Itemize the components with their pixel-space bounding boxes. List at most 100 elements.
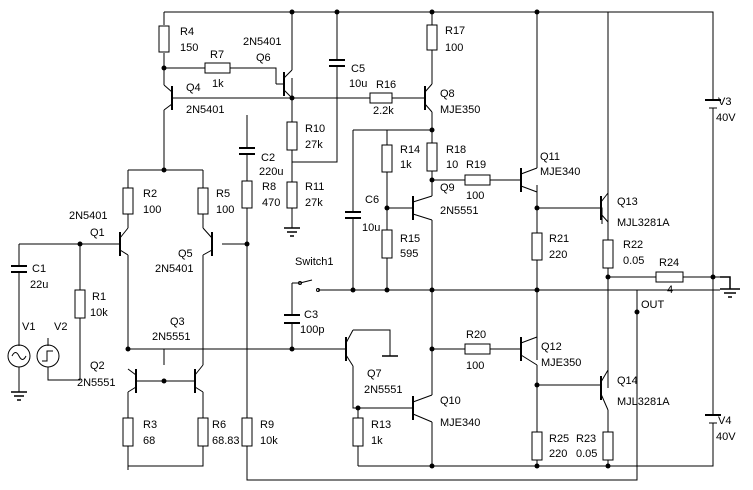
source-v1 — [7, 344, 31, 368]
label-c6-value: 10u — [362, 222, 380, 234]
resistor-r9 — [241, 417, 253, 447]
label-r17-value: 100 — [445, 42, 463, 54]
label-c2-value: 220u — [259, 166, 283, 178]
label-q5-value: 2N5401 — [155, 263, 194, 275]
label-r2-ref: R2 — [143, 188, 157, 200]
ground-input — [11, 391, 27, 401]
label-r4-value: 150 — [180, 42, 198, 54]
resistor-r6 — [197, 417, 209, 447]
resistor-r2 — [122, 187, 134, 215]
label-r24-ref: R24 — [659, 257, 679, 269]
labels: R4 150 R7 1k 2N5401 Q6 Q4 2N5401 C5 10u … — [22, 25, 736, 460]
label-c3-value: 100p — [300, 324, 324, 336]
label-switch1: Switch1 — [295, 256, 334, 268]
label-c1-value: 22u — [30, 279, 48, 291]
label-q7-value: 2N5551 — [364, 384, 403, 396]
label-r3-value: 68 — [143, 435, 155, 447]
label-c1-ref: C1 — [32, 263, 46, 275]
label-q9-ref: Q9 — [440, 182, 455, 194]
label-r15-value: 595 — [400, 248, 418, 260]
label-v4-ref: V4 — [718, 415, 731, 427]
junctions — [77, 9, 716, 469]
ground-output — [720, 276, 740, 298]
label-q12-value: MJE350 — [541, 357, 581, 369]
label-c3-ref: C3 — [304, 309, 318, 321]
label-r19-ref: R19 — [466, 159, 486, 171]
transistor-q9 — [412, 195, 433, 221]
label-q6-value: 2N5401 — [243, 36, 282, 48]
resistor-r10 — [286, 121, 298, 151]
label-r11-ref: R11 — [305, 181, 324, 193]
label-r17-ref: R17 — [445, 25, 465, 37]
label-r3-ref: R3 — [143, 419, 157, 431]
transistors — [110, 58, 609, 423]
resistor-r25 — [531, 431, 543, 461]
label-r21-value: 220 — [549, 249, 567, 261]
resistor-r21 — [531, 232, 543, 261]
label-q1-value: 2N5401 — [69, 210, 108, 222]
transistor-q10 — [412, 394, 433, 423]
label-r22-ref: R22 — [623, 239, 643, 251]
label-r14-ref: R14 — [400, 144, 420, 156]
label-v3-ref: V3 — [718, 96, 731, 108]
label-r9-value: 10k — [260, 435, 278, 447]
label-q10-value: MJE340 — [440, 417, 480, 429]
label-c5-value: 10u — [349, 78, 367, 90]
label-q13-ref: Q13 — [617, 196, 638, 208]
source-v2 — [36, 344, 60, 368]
resistor-r19 — [464, 174, 491, 186]
label-q11-ref: Q11 — [540, 151, 560, 163]
label-r19-value: 100 — [466, 190, 484, 202]
label-r5-ref: R5 — [216, 188, 230, 200]
label-r18-value: 10 — [446, 159, 458, 171]
label-r24-value: 4 — [667, 284, 673, 296]
resistor-r20 — [464, 343, 491, 355]
capacitor-c5 — [329, 59, 345, 67]
label-q13-value: MJL3281A — [617, 217, 670, 229]
label-r8-value: 470 — [262, 197, 280, 209]
label-r2-value: 100 — [143, 204, 161, 216]
label-r6-ref: R6 — [212, 419, 226, 431]
transistor-q5 — [202, 227, 213, 256]
transistor-q14 — [600, 369, 609, 411]
label-q12-ref: Q12 — [541, 341, 562, 353]
label-r20-ref: R20 — [466, 329, 486, 341]
label-r13-value: 1k — [371, 435, 383, 447]
label-r16-ref: R16 — [376, 79, 396, 91]
capacitor-c3 — [284, 314, 300, 324]
label-r23-ref: R23 — [576, 433, 596, 445]
label-v3-value: 40V — [716, 112, 736, 124]
capacitor-c2 — [239, 147, 255, 155]
label-q7-ref: Q7 — [367, 368, 382, 380]
label-r5-value: 100 — [216, 204, 234, 216]
label-r22-value: 0.05 — [623, 255, 644, 267]
capacitor-c6 — [345, 211, 361, 219]
resistor-r4 — [158, 25, 170, 53]
label-q1-ref: Q1 — [90, 227, 105, 239]
label-r25-value: 220 — [549, 448, 567, 460]
resistor-r5 — [197, 187, 209, 215]
label-q8-value: MJE350 — [440, 104, 480, 116]
label-r15-ref: R15 — [400, 233, 420, 245]
label-r8-ref: R8 — [262, 181, 276, 193]
label-r14-value: 1k — [400, 159, 412, 171]
label-q14-ref: Q14 — [617, 375, 638, 387]
label-r10-ref: R10 — [305, 123, 325, 135]
label-r16-value: 2.2k — [373, 105, 394, 117]
resistor-r8 — [241, 180, 253, 209]
label-r20-value: 100 — [466, 360, 484, 372]
resistor-r22 — [602, 239, 614, 269]
resistors — [74, 24, 684, 461]
resistor-r1 — [74, 289, 86, 319]
label-v2-ref: V2 — [54, 321, 67, 333]
label-r7-value: 1k — [212, 78, 224, 90]
label-v1-ref: V1 — [22, 321, 35, 333]
resistor-r17 — [426, 24, 438, 51]
transistor-q3 — [345, 329, 354, 367]
label-r21-ref: R21 — [549, 233, 569, 245]
label-q6-ref: Q6 — [256, 52, 271, 64]
label-q2-ref: Q2 — [90, 360, 105, 372]
label-c6-ref: C6 — [365, 194, 379, 206]
resistor-r7 — [204, 62, 231, 74]
